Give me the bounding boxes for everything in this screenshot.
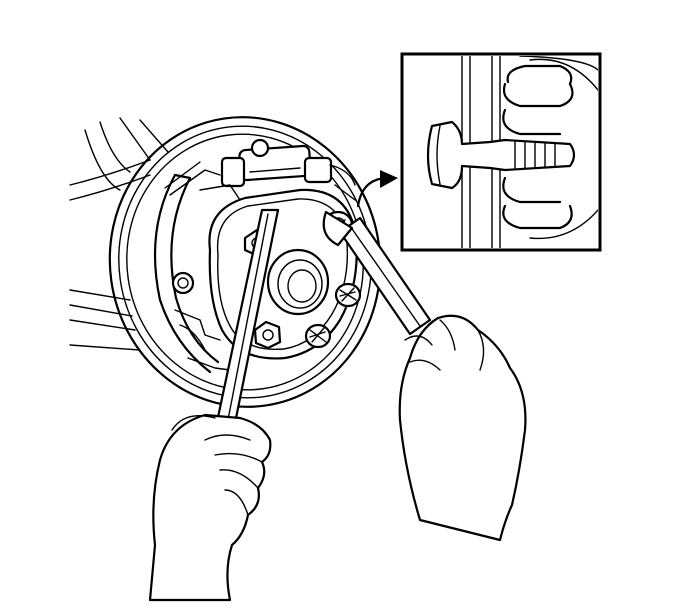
wheel-stud-bottom-left xyxy=(253,320,282,350)
brake-shoe xyxy=(153,161,221,374)
wheel-stud-bottom-right xyxy=(304,323,332,349)
right-hand xyxy=(398,314,527,542)
wrench xyxy=(322,210,432,336)
wheel-stud-right xyxy=(334,282,362,308)
brake-springs xyxy=(174,309,231,371)
wheel-cylinder xyxy=(199,138,356,201)
callout-arrow xyxy=(356,170,398,208)
detail-callout xyxy=(400,52,602,252)
suspension-frame xyxy=(69,117,169,351)
left-hand xyxy=(148,413,272,602)
backing-plate-bolt xyxy=(171,271,195,295)
